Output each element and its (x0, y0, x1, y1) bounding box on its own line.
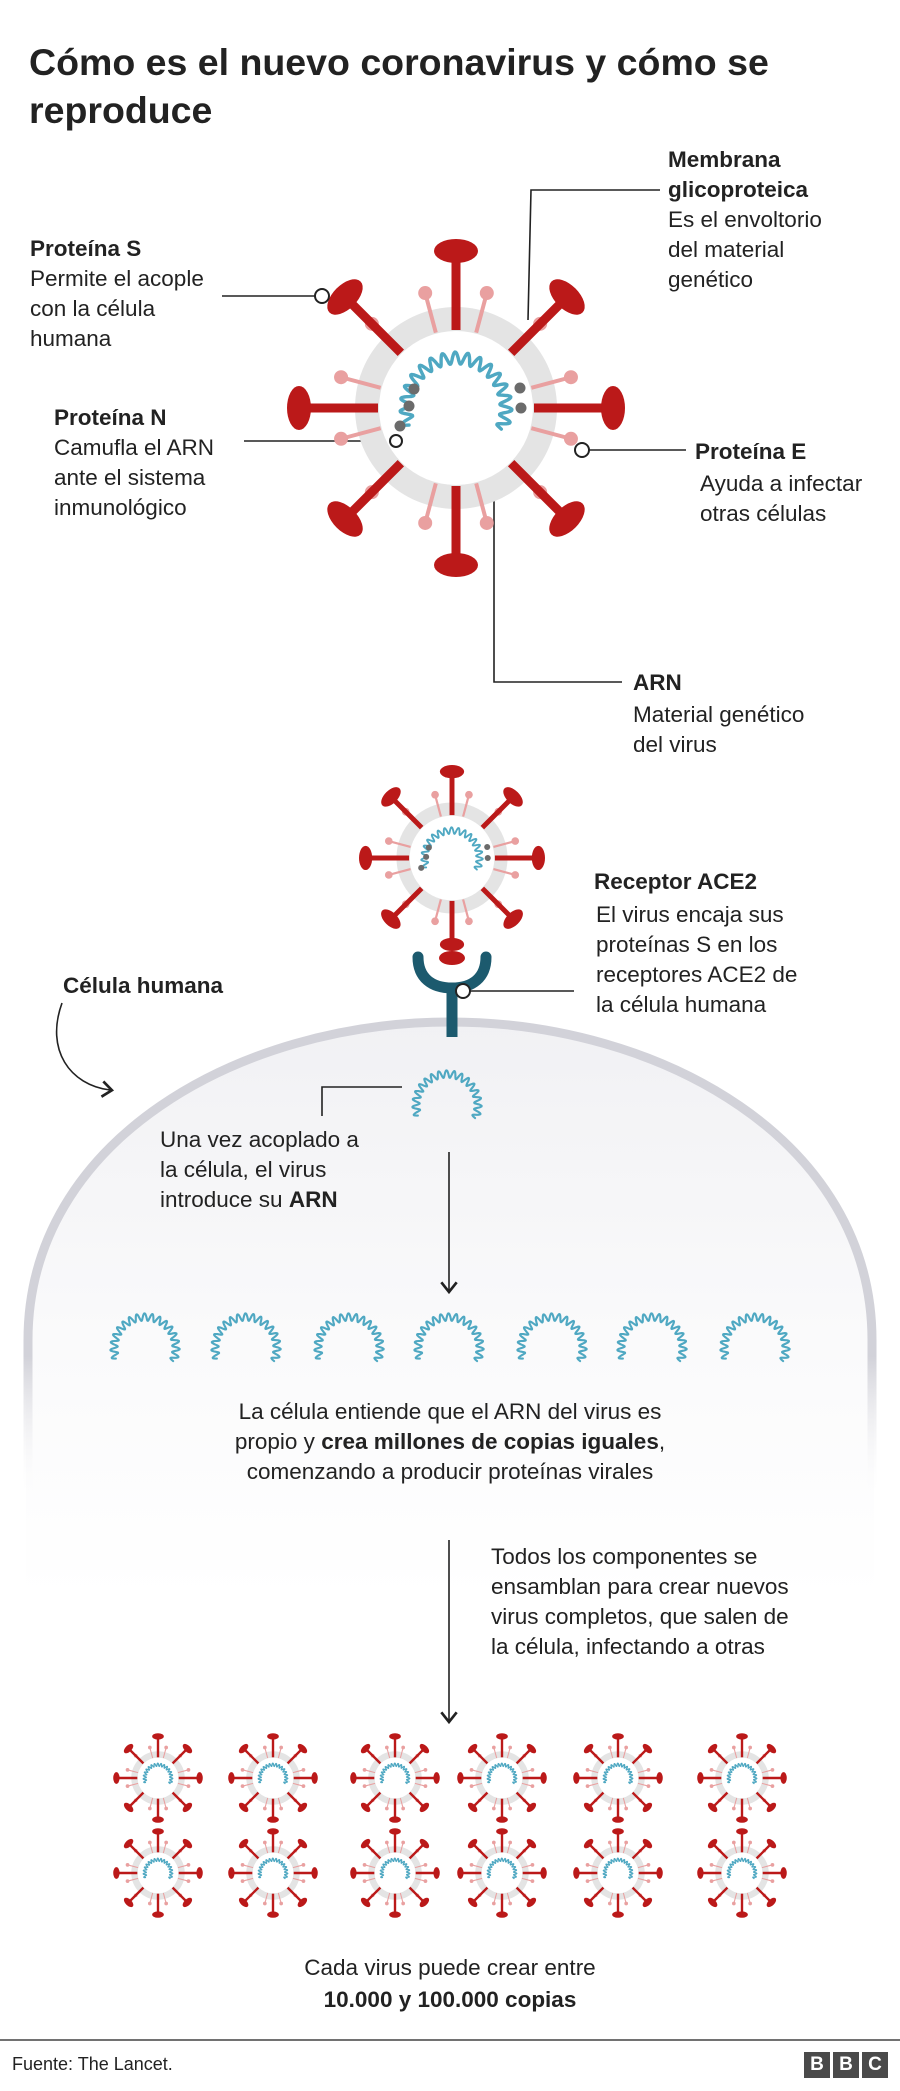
virus-particle (350, 1828, 440, 1918)
virus-particle (697, 1828, 787, 1918)
rna-strand (413, 1312, 485, 1363)
cell-arrow-curve (55, 1002, 115, 1098)
human-cell-shape (26, 1020, 874, 1600)
rna-strand (616, 1312, 688, 1363)
footer-source: Fuente: The Lancet. (12, 2054, 173, 2074)
virus-particle (350, 1733, 440, 1823)
rna-strand (420, 826, 484, 871)
n-protein-desc: Camufla el ARN ante el sistema inmunológ… (54, 435, 215, 520)
virus-particle (457, 1828, 547, 1918)
rna-strand (719, 1312, 791, 1363)
virus-particle (697, 1733, 787, 1823)
rna-strand (109, 1312, 181, 1363)
copy-step-bold: crea millones de copias iguales (321, 1429, 659, 1454)
virus-particle (228, 1828, 318, 1918)
virus-particle (113, 1733, 203, 1823)
result-text-main: Cada virus puede crear entre (304, 1955, 596, 1980)
result-text-bold: 10.000 y 100.000 copias (323, 1987, 577, 2012)
rna-strand (142, 1857, 174, 1880)
virus-particle (113, 1828, 203, 1918)
virus-particle (573, 1733, 663, 1823)
virus-particle (287, 239, 625, 577)
ace2-title: Receptor ACE2 (594, 869, 757, 894)
spike-protein-title: Proteína S (30, 236, 142, 261)
human-cell-label: Célula humana (63, 973, 224, 998)
copy-step-text: La célula entiende que el ARN del virus … (150, 1397, 750, 1487)
rna-strand (726, 1857, 758, 1880)
page-title: Cómo es el nuevo coronavirus y cómo se r… (29, 41, 769, 131)
assemble-step-text: Todos los componentes se ensamblan para … (491, 1544, 789, 1659)
copy-step-post: , comenzando a producir proteínas virale… (246, 1429, 666, 1484)
rna-strand (516, 1312, 588, 1363)
n-protein-title: Proteína N (54, 405, 167, 430)
bbc-logo: B B C (804, 2052, 888, 2078)
label-dot-spike (314, 288, 330, 304)
arn-title: ARN (633, 670, 682, 695)
rna-strand (313, 1312, 385, 1363)
virus-particle (457, 1733, 547, 1823)
copy-step-pre: La célula entiende que el ARN del virus … (234, 1399, 662, 1454)
rna-strand (257, 1857, 289, 1880)
rna-strand (486, 1857, 518, 1880)
leader-line-inject (321, 1086, 402, 1116)
inject-step-main: Una vez acoplado a la célula, el virus i… (160, 1127, 359, 1212)
rna-strand (398, 350, 514, 431)
label-dot-nprot (389, 434, 403, 448)
e-protein-desc: Ayuda a infectar otras células (700, 471, 863, 526)
rna-strand (379, 1762, 411, 1785)
ace2-receptor (412, 951, 492, 1037)
label-dot-ace2 (455, 983, 471, 999)
bbc-logo-letter: B (804, 2052, 830, 2078)
e-protein-title: Proteína E (695, 439, 807, 464)
virus-particle (359, 765, 545, 952)
arn-desc: Material genético del virus (633, 702, 805, 757)
rna-strand (379, 1857, 411, 1880)
rna-strand (726, 1762, 758, 1785)
membrane-desc: Es el envoltorio del material genético (668, 207, 822, 292)
leader-line-arn (493, 448, 622, 683)
membrane-title: Membrana glicoproteica (668, 147, 809, 202)
bbc-logo-letter: C (862, 2052, 888, 2078)
leader-line-membrane (527, 189, 660, 321)
rna-strand (210, 1312, 282, 1363)
rna-strand (486, 1762, 518, 1785)
bbc-logo-letter: B (833, 2052, 859, 2078)
rna-strand (411, 1069, 483, 1120)
rna-strand (602, 1857, 634, 1880)
virus-particle (573, 1828, 663, 1918)
ace2-desc: El virus encaja sus proteínas S en los r… (596, 902, 798, 1017)
label-dot-eprot (574, 442, 590, 458)
inject-step-text: Una vez acoplado a la célula, el virus i… (160, 1125, 359, 1215)
inject-step-bold: ARN (288, 1187, 338, 1212)
virus-particle (228, 1733, 318, 1823)
spike-protein-desc: Permite el acople con la célula humana (30, 266, 204, 351)
rna-strand (257, 1762, 289, 1785)
rna-strand (142, 1762, 174, 1785)
rna-strand (602, 1762, 634, 1785)
